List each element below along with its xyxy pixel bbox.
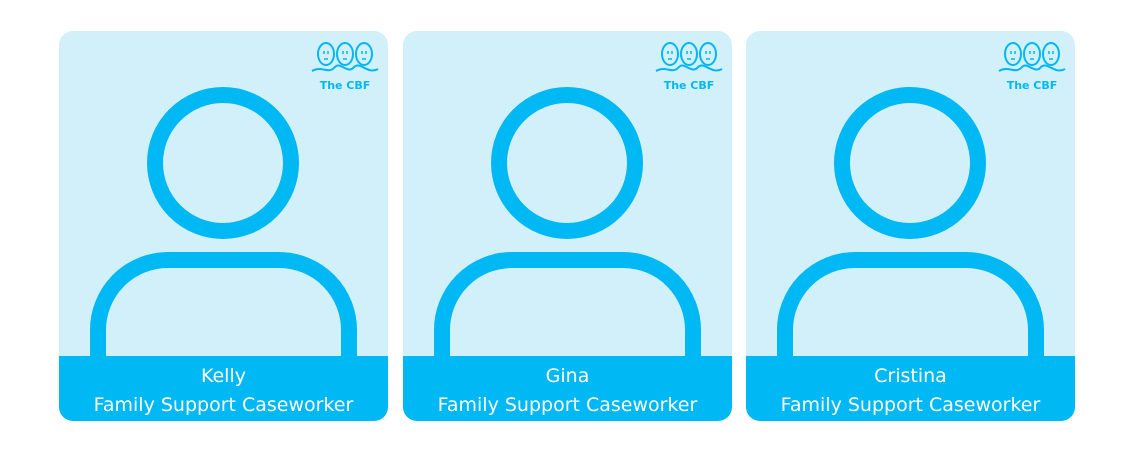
cbf-logo-icon <box>655 42 723 72</box>
user-avatar-icon <box>776 87 1045 366</box>
cbf-logo: The CBF <box>995 41 1069 92</box>
staff-caption: Gina Family Support Caseworker <box>403 356 732 421</box>
user-avatar-icon <box>89 87 358 366</box>
staff-role: Family Support Caseworker <box>780 394 1041 416</box>
cbf-logo: The CBF <box>652 41 726 92</box>
logo-text: The CBF <box>663 79 715 92</box>
staff-card: The CBF Cristina Family Support Casework… <box>746 31 1075 421</box>
cbf-logo-icon <box>998 42 1066 72</box>
cbf-logo-icon <box>311 42 379 72</box>
logo-text: The CBF <box>1006 79 1058 92</box>
staff-card: The CBF Gina Family Support Caseworker <box>403 31 732 421</box>
staff-name: Kelly <box>200 365 246 387</box>
user-avatar-icon <box>433 87 702 366</box>
staff-caption: Cristina Family Support Caseworker <box>746 356 1075 421</box>
cbf-logo: The CBF <box>308 41 382 92</box>
staff-caption: Kelly Family Support Caseworker <box>59 356 388 421</box>
staff-name: Gina <box>545 365 590 387</box>
staff-name: Cristina <box>874 365 947 387</box>
staff-role: Family Support Caseworker <box>93 394 354 416</box>
staff-role: Family Support Caseworker <box>437 394 698 416</box>
staff-card: The CBF Kelly Family Support Caseworker <box>59 31 388 421</box>
logo-text: The CBF <box>319 79 371 92</box>
